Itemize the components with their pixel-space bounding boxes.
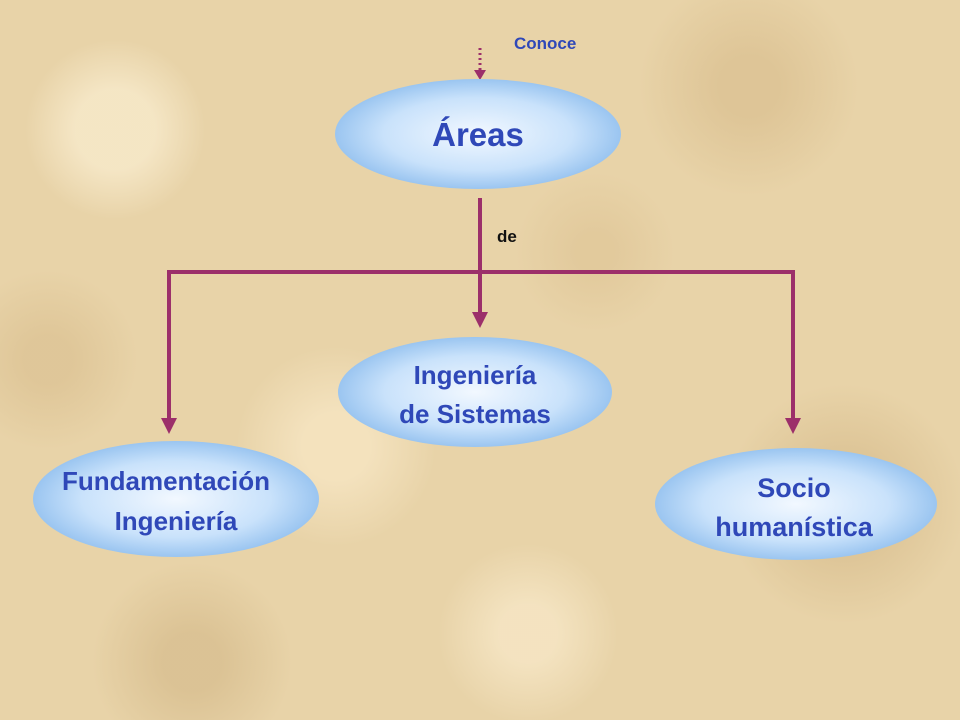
root-node-label: Áreas — [432, 116, 524, 153]
child-node-socio-humanistica: Socio humanística — [655, 448, 937, 560]
left-arrowhead — [161, 418, 177, 434]
center-arrowhead — [472, 312, 488, 328]
root-node: Áreas — [335, 79, 621, 189]
child-node-ingenieria-sistemas-label-line2: de Sistemas — [399, 399, 551, 429]
child-node-fundamentacion-label-line2: Ingeniería — [115, 506, 238, 536]
right-arrowhead — [785, 418, 801, 434]
child-node-fundamentacion-shape — [33, 441, 319, 557]
child-node-fundamentacion-label-line1: Fundamentación — [62, 466, 270, 496]
child-node-ingenieria-sistemas-label-line1: Ingeniería — [414, 360, 537, 390]
child-node-socio-humanistica-shape — [655, 448, 937, 560]
incoming-arrowhead — [474, 70, 486, 80]
child-node-ingenieria-sistemas: Ingeniería de Sistemas — [338, 337, 612, 447]
child-node-fundamentacion: Fundamentación Ingeniería — [33, 441, 319, 557]
link-label-de: de — [497, 227, 517, 246]
root-node-shape — [335, 79, 621, 189]
child-node-socio-humanistica-label-line1: Socio — [757, 473, 831, 503]
child-node-ingenieria-sistemas-shape — [338, 337, 612, 447]
child-node-socio-humanistica-label-line2: humanística — [715, 512, 874, 542]
link-label-conoce: Conoce — [514, 34, 576, 53]
